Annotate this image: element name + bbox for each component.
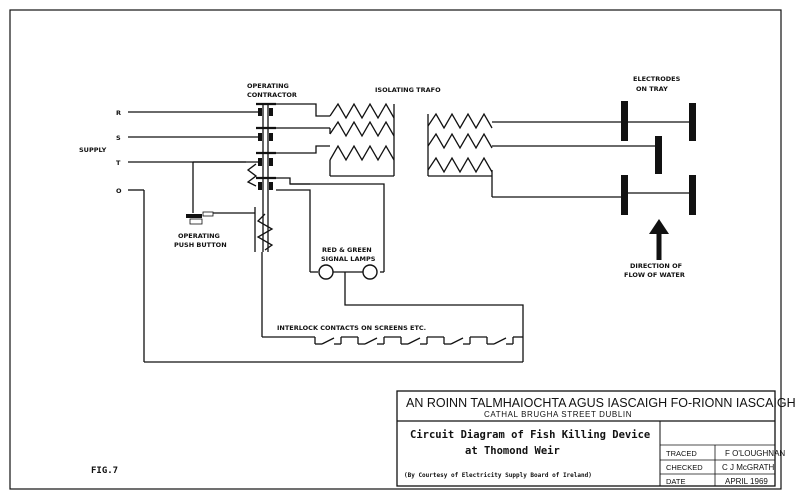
date-value: APRIL 1969 [725, 477, 768, 486]
signal-lamps [276, 183, 524, 337]
phase-labels: R S T O [116, 109, 122, 195]
green-signal-lamp [362, 264, 378, 280]
figure-label: FIG.7 [91, 466, 118, 476]
electrode-r-left [621, 101, 628, 141]
interlock-label: INTERLOCK CONTACTS ON SCREENS ETC. [277, 324, 426, 332]
phase-label-t: T [116, 159, 121, 167]
department-address: CATHAL BRUGHA STREET DUBLIN [484, 410, 632, 419]
drawing-title-2: at Thomond Weir [465, 445, 560, 457]
supply-label: SUPPLY [79, 146, 107, 154]
date-field: DATE [666, 477, 685, 486]
electrodes-label-2: ON TRAY [636, 85, 668, 93]
red-signal-lamp [318, 264, 334, 280]
flow-label-1: DIRECTION OF [630, 262, 682, 270]
sheet-border [9, 9, 782, 490]
drawing-title-1: Circuit Diagram of Fish Killing Device [410, 429, 650, 441]
flow-direction-arrow [649, 219, 669, 260]
electrode-s [655, 136, 662, 174]
title-block [396, 390, 776, 487]
phase-label-r: R [116, 109, 121, 117]
push-button-label-2: PUSH BUTTON [174, 241, 227, 249]
contractor-output-wires [270, 103, 330, 185]
electrode-t-right [689, 175, 696, 215]
checked-field: CHECKED [666, 463, 703, 472]
signal-lamps-label-2: SIGNAL LAMPS [321, 255, 376, 263]
checked-value: C J McGRATH [722, 463, 775, 472]
operating-contractor [246, 102, 276, 252]
push-button-label-1: OPERATING [178, 232, 220, 240]
flow-label-2: FLOW OF WATER [624, 271, 685, 279]
electrode-r-right [689, 103, 696, 141]
courtesy-note: (By Courtesy of Electricity Supply Board… [404, 472, 592, 479]
operating-contractor-label-2: CONTRACTOR [247, 91, 297, 99]
signal-lamps-label-1: RED & GREEN [322, 246, 372, 254]
trafo-secondary-windings [427, 112, 493, 197]
phase-label-s: S [116, 134, 121, 142]
operating-contractor-label-1: OPERATING [247, 82, 289, 90]
isolating-trafo-label: ISOLATING TRAFO [375, 86, 441, 94]
operating-push-button [186, 161, 255, 225]
electrodes-on-tray [492, 101, 696, 215]
electrode-t-left [621, 175, 628, 215]
electrodes-label-1: ELECTRODES [633, 75, 681, 83]
trafo-primary-windings [329, 102, 395, 177]
interlock-contacts [261, 252, 523, 345]
department-name: AN ROINN TALMHAIOCHTA AGUS IASCAIGH FO-R… [406, 396, 796, 410]
phase-label-o: O [116, 187, 122, 195]
traced-field: TRACED [666, 449, 697, 458]
traced-value: F O'LOUGHNAN [725, 449, 785, 458]
